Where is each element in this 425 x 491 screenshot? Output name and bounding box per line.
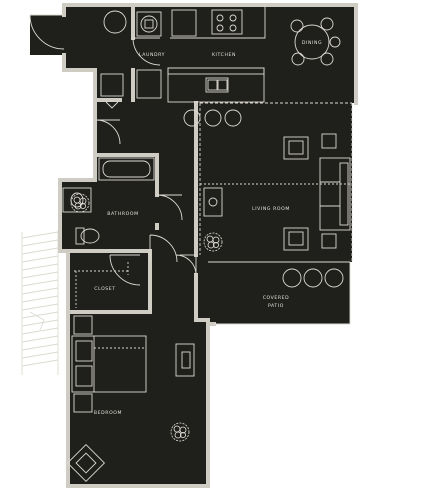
washer-icon <box>136 11 162 37</box>
label-bathroom: BATHROOM <box>107 211 138 217</box>
nightstand-icon <box>73 393 93 413</box>
dining-table-icon <box>290 17 341 66</box>
armchair-icon <box>283 136 309 160</box>
armchair-icon <box>66 443 106 483</box>
front-door-swing <box>29 14 65 50</box>
storage-icon <box>100 73 124 97</box>
walls <box>58 3 358 488</box>
bathtub-icon <box>98 157 155 181</box>
floor-fill <box>30 5 356 486</box>
utility-door-swing <box>95 119 121 145</box>
stove-icon <box>211 9 243 35</box>
hall-door-swing <box>175 254 197 276</box>
sink-icon <box>205 77 229 93</box>
armchair-icon <box>283 227 309 251</box>
label-living-room: LIVING ROOM <box>252 206 290 212</box>
fridge-icon <box>171 9 197 37</box>
side-table-icon <box>321 233 337 249</box>
label-patio: PATIO <box>268 303 284 309</box>
closet-door-swing <box>109 254 141 286</box>
bedroom-door-swing <box>149 234 178 263</box>
label-kitchen: KITCHEN <box>212 52 236 58</box>
laundry-door-swing <box>132 37 161 66</box>
bedroom-furniture <box>66 315 195 483</box>
bar-stool-icon <box>183 109 201 127</box>
bar-stool-icon <box>204 109 222 127</box>
bathroom-fixtures <box>62 157 155 245</box>
label-bedroom: BEDROOM <box>94 410 122 416</box>
label-laundry: LAUNDRY <box>139 52 165 58</box>
dryer-icon <box>136 69 162 99</box>
bar-stool-icon <box>224 109 242 127</box>
side-table-icon <box>321 133 337 149</box>
living-furniture <box>203 133 351 251</box>
bed-icon <box>71 335 147 393</box>
vanity-sink-icon <box>62 187 92 213</box>
room-labels: DINING LAUNDRY KITCHEN LIVING ROOM BATHR… <box>94 40 322 416</box>
toilet-icon <box>75 227 100 245</box>
thin-lines <box>74 5 353 325</box>
bath-door-swing <box>156 194 183 221</box>
label-covered: COVERED <box>263 295 290 301</box>
label-dining: DINING <box>302 40 322 46</box>
tv-console-icon <box>203 187 223 217</box>
desk-icon <box>175 343 195 377</box>
staircase <box>21 230 59 375</box>
kitchen-fixtures <box>171 9 243 127</box>
laundry-appliances <box>100 10 162 109</box>
doors <box>29 14 197 286</box>
sofa-icon <box>319 157 351 231</box>
water-heater-icon <box>103 10 127 34</box>
nightstand-icon <box>73 315 93 335</box>
label-closet: CLOSET <box>94 286 115 292</box>
patio-furniture <box>282 268 344 288</box>
